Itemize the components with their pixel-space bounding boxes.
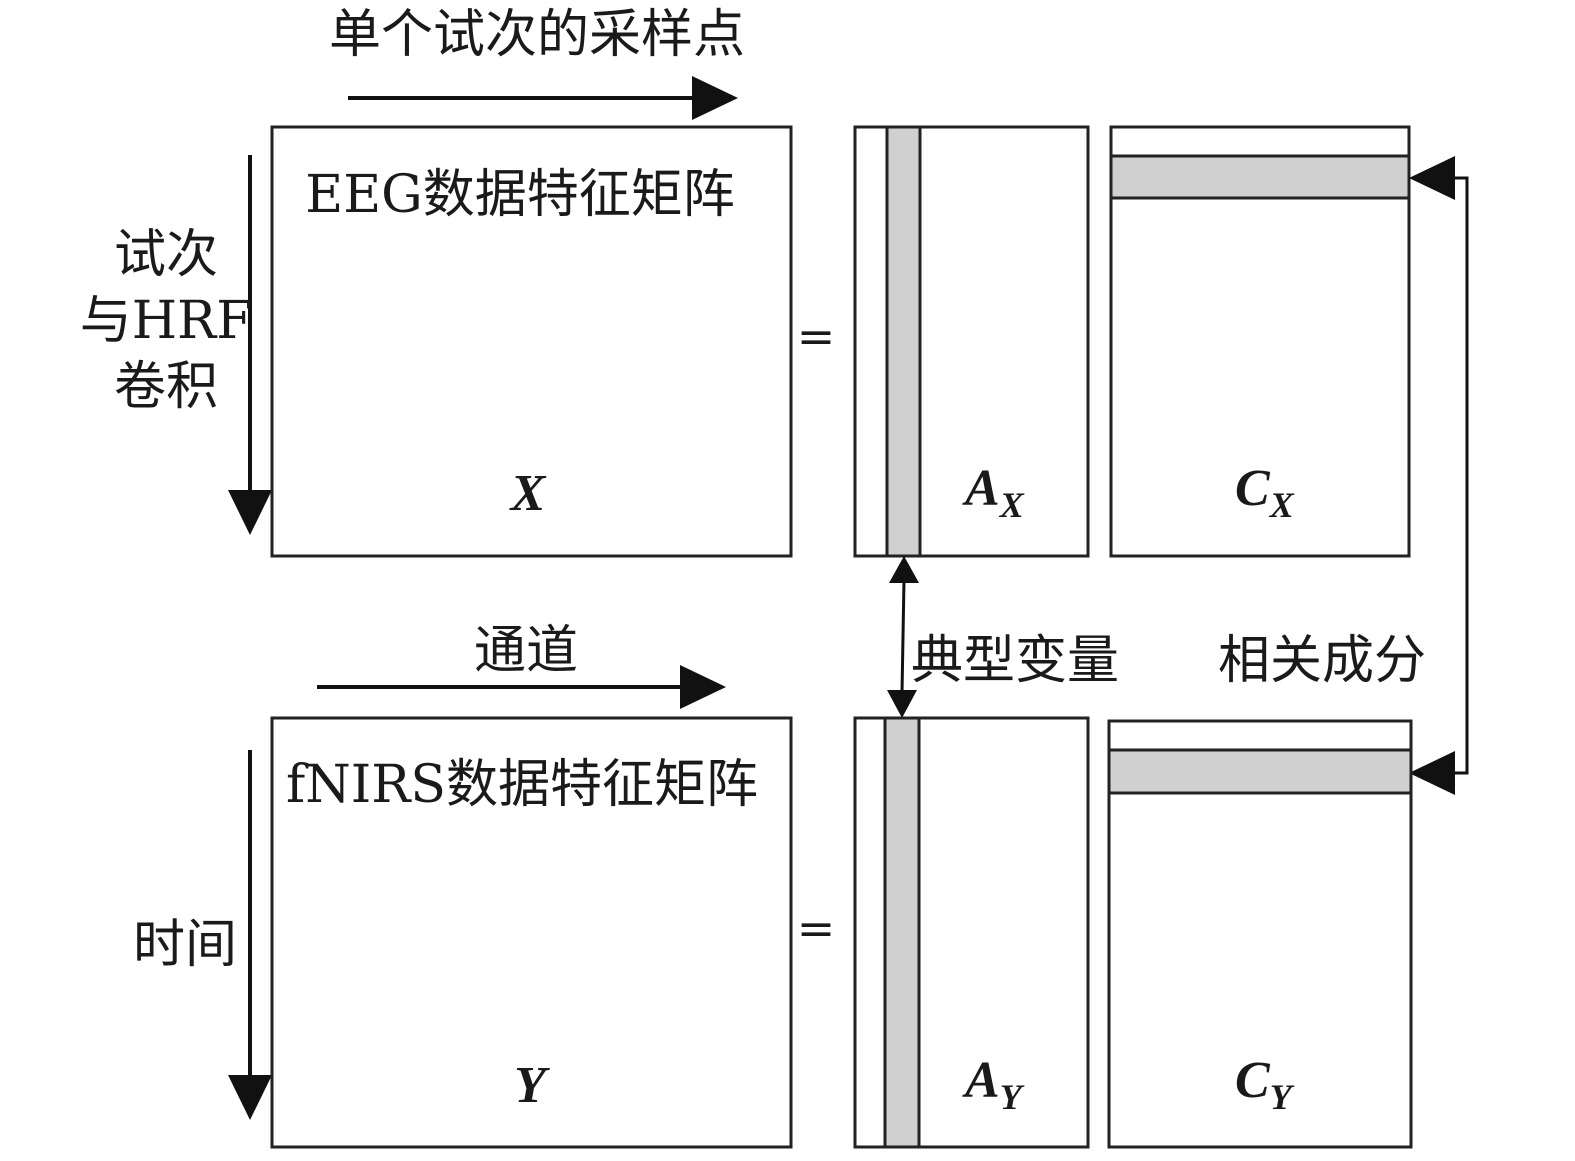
- left-axis-label-bottom: 时间: [133, 915, 237, 975]
- equals-sign-top: =: [797, 309, 836, 363]
- cy-highlight-row: [1107, 748, 1413, 795]
- correlated-connector-line: [1455, 176, 1469, 775]
- matrix-y-label: Y: [514, 1057, 550, 1114]
- left-axis-label-top-2: 与HRF: [80, 291, 253, 351]
- cx-matrix-label: CX: [1235, 460, 1295, 525]
- left-axis-arrow-head-bottom: [228, 1075, 272, 1120]
- middle-axis-label: 通道: [474, 621, 578, 681]
- ax-matrix-label: AX: [962, 460, 1025, 525]
- fnirs-matrix-title: fNIRS数据特征矩阵: [286, 755, 758, 815]
- eeg-matrix-title: EEG数据特征矩阵: [305, 165, 734, 225]
- canonical-arrow-head-up: [889, 556, 919, 583]
- cy-matrix-label: CY: [1235, 1052, 1295, 1117]
- eeg-matrix-box: [270, 125, 793, 558]
- matrix-x-label: X: [509, 465, 547, 522]
- left-axis-arrow-head-top: [228, 490, 272, 535]
- canonical-variable-label: 典型变量: [911, 631, 1119, 691]
- ay-highlight-column: [883, 716, 921, 1149]
- correlated-arrow-head-top: [1409, 156, 1455, 200]
- correlated-components-label: 相关成分: [1218, 631, 1426, 691]
- canonical-double-arrow-line: [900, 579, 906, 694]
- top-axis-arrow-head: [692, 76, 738, 120]
- canonical-arrow-head-down: [887, 690, 917, 718]
- equals-sign-bottom: =: [797, 901, 836, 955]
- left-axis-label-top-3: 卷积: [114, 357, 218, 417]
- top-axis-label: 单个试次的采样点: [329, 5, 745, 65]
- cx-highlight-row: [1109, 154, 1411, 200]
- ax-highlight-column: [885, 125, 922, 558]
- left-axis-label-top-1: 试次: [114, 225, 218, 285]
- correlated-arrow-head-bottom: [1409, 751, 1455, 795]
- ay-matrix-label: AY: [962, 1052, 1025, 1117]
- fnirs-matrix-box: [270, 716, 793, 1149]
- middle-axis-arrow-head: [680, 665, 726, 709]
